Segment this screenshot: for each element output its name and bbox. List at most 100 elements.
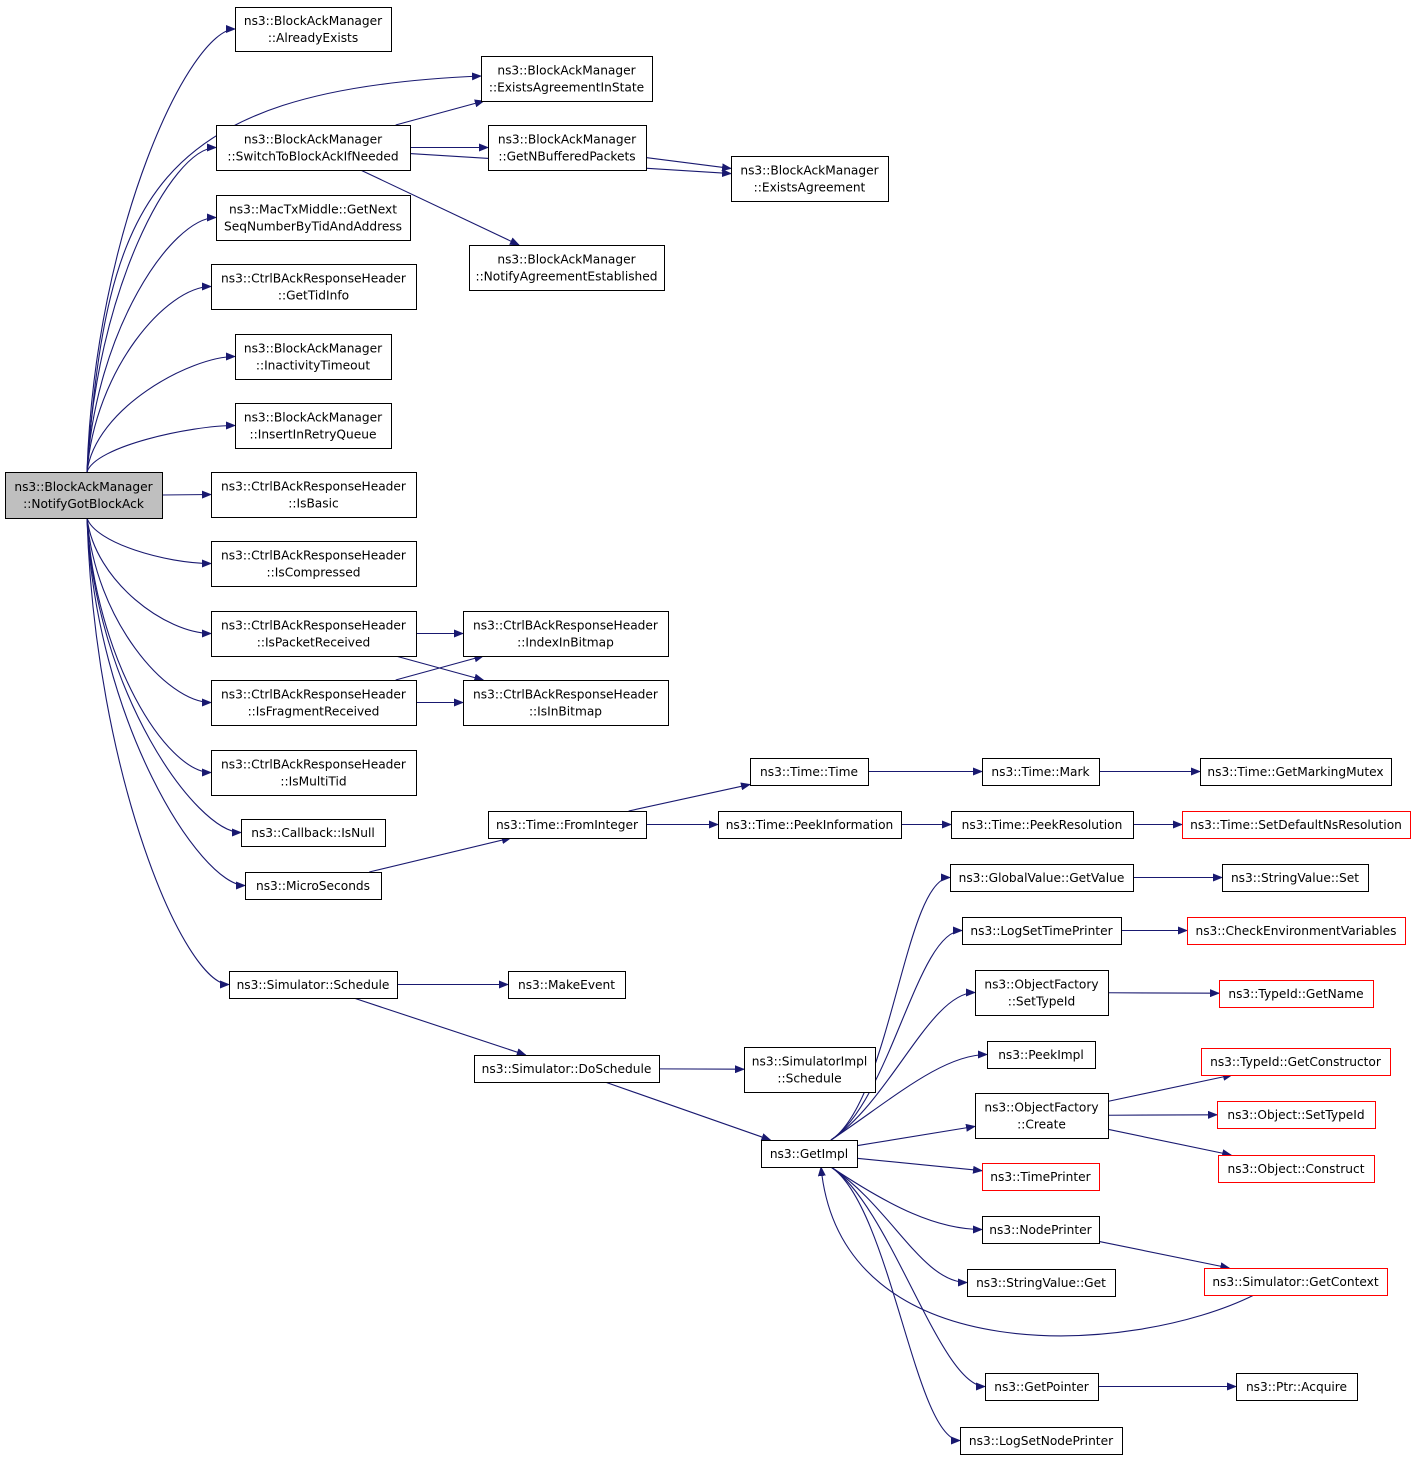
- node-stringvalueset[interactable]: ns3::StringValue::Set: [1222, 864, 1369, 892]
- node-timeprinter[interactable]: ns3::TimePrinter: [982, 1163, 1100, 1191]
- node-ismultitid[interactable]: ns3::CtrlBAckResponseHeader::IsMultiTid: [211, 750, 417, 796]
- node-getpointer-box: [985, 1373, 1099, 1401]
- node-objectsettypeid-box: [1217, 1101, 1376, 1129]
- node-peekimpl[interactable]: ns3::PeekImpl: [987, 1041, 1096, 1069]
- edge-getimpl-to-timeprinter: [856, 1157, 983, 1174]
- node-getnextseqnumber-label-0: ns3::MacTxMiddle::GetNext: [229, 203, 397, 217]
- node-simimplschedule-label-1: ::Schedule: [777, 1072, 841, 1086]
- node-iscompressed[interactable]: ns3::CtrlBAckResponseHeader::IsCompresse…: [211, 541, 417, 587]
- node-ismultitid-label-0: ns3::CtrlBAckResponseHeader: [221, 758, 407, 772]
- node-makeevent[interactable]: ns3::MakeEvent: [508, 971, 626, 999]
- node-typeidgetname-label-0: ns3::TypeId::GetName: [1228, 987, 1363, 1001]
- node-microseconds[interactable]: ns3::MicroSeconds: [245, 872, 382, 900]
- node-logsettimeprinter[interactable]: ns3::LogSetTimePrinter: [962, 917, 1122, 945]
- edge-notifygotblockack-to-iscompressed: [86, 517, 212, 568]
- node-microseconds-box: [245, 872, 382, 900]
- edge-notifygotblockack-to-gettidinfo: [86, 282, 212, 473]
- node-getnextseqnumber-label-1: SeqNumberByTidAndAddress: [224, 220, 402, 234]
- node-inactivitytimeout[interactable]: ns3::BlockAckManager::InactivityTimeout: [235, 334, 392, 380]
- node-notifyagreementestablished-label-0: ns3::BlockAckManager: [497, 253, 636, 267]
- node-getcontext[interactable]: ns3::Simulator::GetContext: [1204, 1268, 1388, 1296]
- node-checkenvvars-box: [1187, 917, 1406, 945]
- node-setdefaultnsresolution[interactable]: ns3::Time::SetDefaultNsResolution: [1182, 811, 1411, 839]
- node-ispacketreceived[interactable]: ns3::CtrlBAckResponseHeader::IsPacketRec…: [211, 611, 417, 657]
- node-peekinformation[interactable]: ns3::Time::PeekInformation: [718, 811, 902, 839]
- node-getimpl[interactable]: ns3::GetImpl: [761, 1140, 858, 1168]
- edge-switchtoblockackifneeded-to-existsagreementinstate: [395, 99, 485, 126]
- node-getnbufferedpackets[interactable]: ns3::BlockAckManager::GetNBufferedPacket…: [488, 125, 647, 171]
- node-simimplschedule-label-0: ns3::SimulatorImpl: [752, 1055, 867, 1069]
- node-frominteger[interactable]: ns3::Time::FromInteger: [488, 811, 647, 839]
- node-ptracquire[interactable]: ns3::Ptr::Acquire: [1236, 1373, 1358, 1401]
- node-alreadyexists[interactable]: ns3::BlockAckManager::AlreadyExists: [235, 7, 392, 52]
- node-stringvalueset-box: [1222, 864, 1369, 892]
- node-timemark[interactable]: ns3::Time::Mark: [982, 758, 1100, 786]
- node-isbasic[interactable]: ns3::CtrlBAckResponseHeader::IsBasic: [211, 472, 417, 518]
- node-gettidinfo-box: [211, 264, 417, 310]
- node-switchtoblockackifneeded-box: [216, 125, 411, 171]
- node-existsagreement-box: [731, 156, 889, 202]
- node-callbackisnull[interactable]: ns3::Callback::IsNull: [241, 819, 386, 847]
- node-ptracquire-label-0: ns3::Ptr::Acquire: [1246, 1380, 1347, 1394]
- node-logsetnodeprinter[interactable]: ns3::LogSetNodePrinter: [960, 1427, 1123, 1455]
- node-stringvalueget[interactable]: ns3::StringValue::Get: [967, 1269, 1116, 1297]
- node-insertinretryqueue-box: [235, 403, 392, 449]
- edge-notifygotblockack-to-callbackisnull: [86, 517, 242, 837]
- node-switchtoblockackifneeded[interactable]: ns3::BlockAckManager::SwitchToBlockAckIf…: [216, 125, 411, 171]
- node-indexinbitmap-box: [463, 611, 669, 657]
- node-gettidinfo[interactable]: ns3::CtrlBAckResponseHeader::GetTidInfo: [211, 264, 417, 310]
- node-notifyagreementestablished[interactable]: ns3::BlockAckManager::NotifyAgreementEst…: [469, 245, 665, 291]
- node-notifygotblockack-label-0: ns3::BlockAckManager: [14, 480, 153, 494]
- node-ispacketreceived-label-0: ns3::CtrlBAckResponseHeader: [221, 619, 407, 633]
- node-typeidgetname[interactable]: ns3::TypeId::GetName: [1219, 980, 1374, 1008]
- node-stringvalueset-label-0: ns3::StringValue::Set: [1231, 871, 1359, 885]
- node-ofcreate[interactable]: ns3::ObjectFactory::Create: [975, 1093, 1109, 1139]
- node-getnextseqnumber[interactable]: ns3::MacTxMiddle::GetNextSeqNumberByTidA…: [216, 195, 411, 241]
- node-checkenvvars[interactable]: ns3::CheckEnvironmentVariables: [1187, 917, 1406, 945]
- node-objectsettypeid-label-0: ns3::Object::SetTypeId: [1227, 1108, 1364, 1122]
- node-stringvalueget-label-0: ns3::StringValue::Get: [976, 1276, 1106, 1290]
- node-timemark-label-0: ns3::Time::Mark: [991, 765, 1090, 779]
- node-nodeprinter[interactable]: ns3::NodePrinter: [982, 1216, 1100, 1244]
- node-inactivitytimeout-label-1: ::InactivityTimeout: [256, 359, 370, 373]
- node-isfragmentreceived[interactable]: ns3::CtrlBAckResponseHeader::IsFragmentR…: [211, 680, 417, 726]
- node-timetime[interactable]: ns3::Time::Time: [750, 758, 869, 786]
- node-ofsettypeid[interactable]: ns3::ObjectFactory::SetTypeId: [975, 970, 1109, 1016]
- node-switchtoblockackifneeded-label-0: ns3::BlockAckManager: [244, 133, 383, 147]
- edge-ofcreate-to-objectconstruct: [1107, 1128, 1233, 1158]
- node-logsettimeprinter-box: [962, 917, 1122, 945]
- node-objectconstruct-box: [1218, 1155, 1375, 1183]
- node-simimplschedule-box: [744, 1047, 876, 1093]
- edge-getimpl-to-getpointer: [830, 1166, 986, 1391]
- node-ofcreate-label-1: ::Create: [1017, 1118, 1066, 1132]
- node-alreadyexists-label-0: ns3::BlockAckManager: [244, 14, 383, 28]
- node-notifygotblockack[interactable]: ns3::BlockAckManager::NotifyGotBlockAck: [5, 472, 163, 519]
- node-insertinretryqueue[interactable]: ns3::BlockAckManager::InsertInRetryQueue: [235, 403, 392, 449]
- node-existsagreement[interactable]: ns3::BlockAckManager::ExistsAgreement: [731, 156, 889, 202]
- node-getcontext-label-0: ns3::Simulator::GetContext: [1212, 1275, 1379, 1289]
- node-globalvaluegetvalue[interactable]: ns3::GlobalValue::GetValue: [950, 864, 1134, 892]
- node-simschedule[interactable]: ns3::Simulator::Schedule: [229, 971, 398, 999]
- node-objectsettypeid[interactable]: ns3::Object::SetTypeId: [1217, 1101, 1376, 1129]
- node-doschedule[interactable]: ns3::Simulator::DoSchedule: [474, 1055, 660, 1083]
- node-simschedule-label-0: ns3::Simulator::Schedule: [237, 978, 390, 992]
- node-existsagreementinstate[interactable]: ns3::BlockAckManager::ExistsAgreementInS…: [481, 56, 653, 102]
- node-getconstructor[interactable]: ns3::TypeId::GetConstructor: [1201, 1048, 1391, 1076]
- node-getpointer[interactable]: ns3::GetPointer: [985, 1373, 1099, 1401]
- edge-getimpl-to-nodeprinter: [830, 1166, 983, 1234]
- node-switchtoblockackifneeded-label-1: ::SwitchToBlockAckIfNeeded: [227, 150, 398, 164]
- node-callbackisnull-label-0: ns3::Callback::IsNull: [251, 826, 375, 840]
- node-peekimpl-box: [987, 1041, 1096, 1069]
- node-getmarkingmutex[interactable]: ns3::Time::GetMarkingMutex: [1200, 758, 1392, 786]
- node-peekresolution[interactable]: ns3::Time::PeekResolution: [951, 811, 1134, 839]
- edge-notifygotblockack-to-inactivitytimeout: [86, 352, 236, 473]
- node-isinbitmap-label-1: ::IsInBitmap: [529, 705, 602, 719]
- node-indexinbitmap[interactable]: ns3::CtrlBAckResponseHeader::IndexInBitm…: [463, 611, 669, 657]
- node-objectconstruct[interactable]: ns3::Object::Construct: [1218, 1155, 1375, 1183]
- node-simimplschedule[interactable]: ns3::SimulatorImpl::Schedule: [744, 1047, 876, 1093]
- node-isinbitmap[interactable]: ns3::CtrlBAckResponseHeader::IsInBitmap: [463, 680, 669, 726]
- edge-getimpl-to-ofcreate: [856, 1123, 976, 1147]
- node-isbasic-label-1: ::IsBasic: [288, 497, 338, 511]
- node-typeidgetname-box: [1219, 980, 1374, 1008]
- edge-getimpl-to-logsetnodeprinter: [830, 1166, 961, 1445]
